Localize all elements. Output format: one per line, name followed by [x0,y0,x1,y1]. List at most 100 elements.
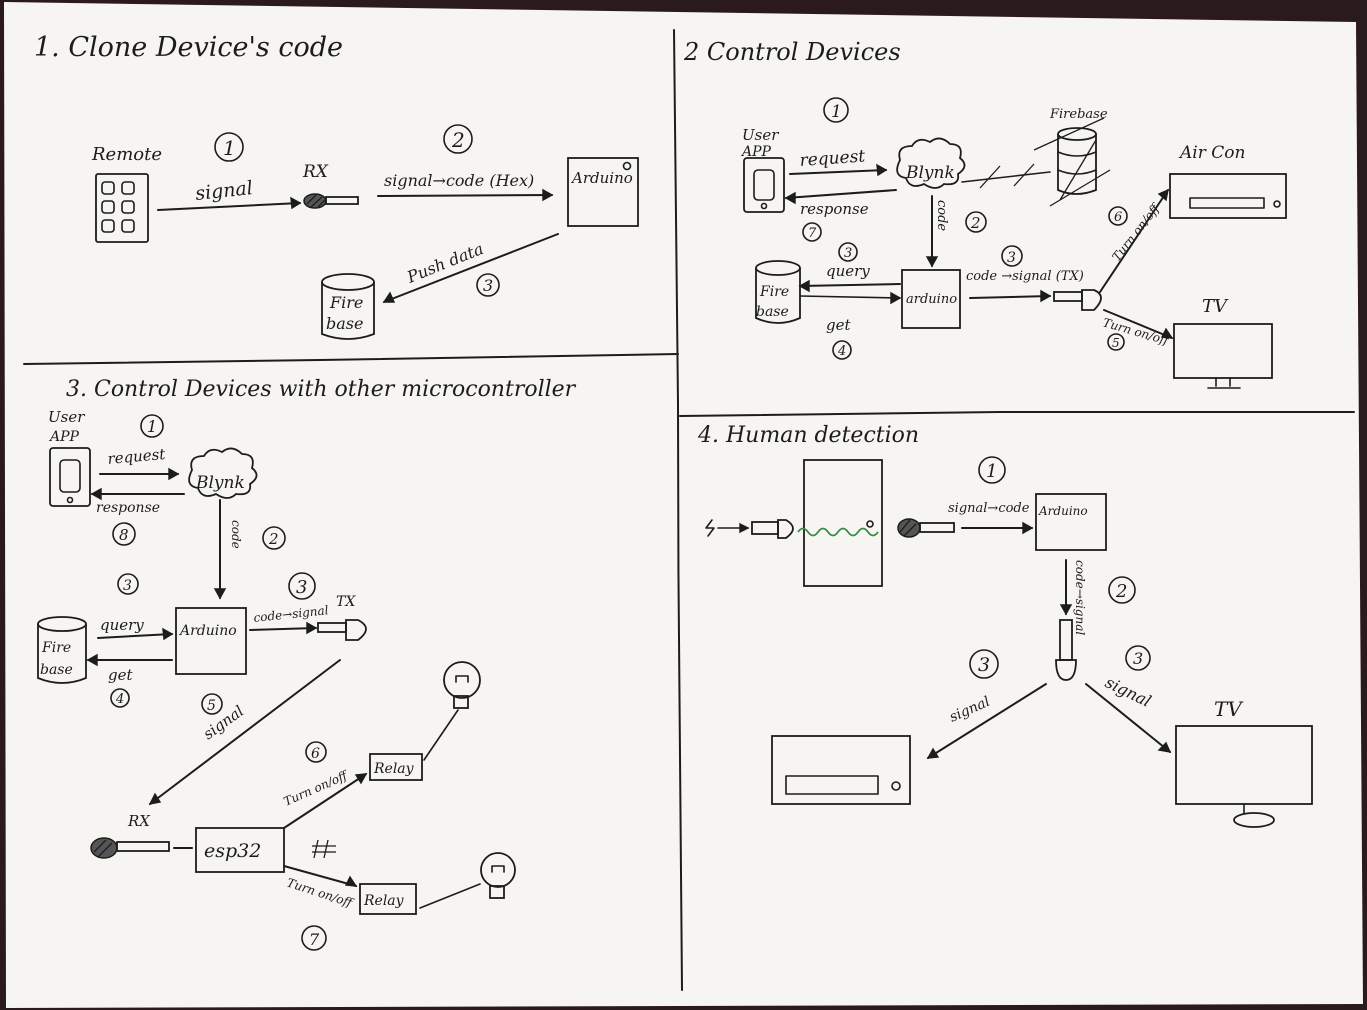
tv-label: TV [1202,296,1229,317]
ir-transmitter-icon [1055,619,1077,681]
firebase-database-crossed-icon [1033,117,1111,207]
ir-receiver-icon [897,518,955,538]
svg-text:Fire: Fire [41,640,71,656]
doorway [803,459,883,587]
svg-text:1: 1 [986,461,997,482]
code-signal-tx-label: code →signal (TX) [966,269,1084,284]
query-label: query [100,616,144,634]
relay2-box [359,883,417,915]
app-label: APP [740,144,772,160]
tv-icon [1173,323,1273,389]
step-badge-4: 4 [832,340,852,360]
code-vertical-label: code [229,520,243,549]
step-badge-5: 5 [1107,333,1125,351]
svg-text:1: 1 [223,136,236,160]
firebase-label: Firebase [1049,107,1108,122]
svg-text:4: 4 [837,344,846,359]
app-label: APP [48,429,80,445]
tx-label: TX [336,594,356,610]
step-badge-7: 7 [802,222,822,242]
svg-text:Blynk: Blynk [195,473,245,493]
step-badge-8: 8 [112,522,136,546]
signal-code-label: signal→code [948,501,1030,516]
step-badge-4: 4 [110,688,130,708]
power-symbol [705,519,715,537]
svg-text:6: 6 [1114,210,1122,225]
firebase-database-icon: Fire base [37,616,87,684]
section-control-with-other-microcontroller: 3. Control Devices with other microcontr… [37,377,577,951]
step-badge-6: 6 [1108,206,1128,226]
relay1-box [369,753,423,781]
signal-code-hex-label: signal→code (Hex) [384,171,534,190]
svg-text:3: 3 [844,246,852,261]
tv-icon [1175,725,1313,828]
step-badge-1: 1 [823,97,849,123]
ir-transmitter-icon [317,619,367,641]
svg-text:base: base [40,662,73,678]
step-badge-7: 7 [301,925,327,951]
step-badge-3b: 3 [1125,645,1151,671]
svg-text:7: 7 [309,930,320,949]
svg-text:5: 5 [207,698,216,714]
relay1-label: Relay [373,761,415,777]
rx-label: RX [127,812,151,830]
svg-text:3: 3 [483,276,493,295]
section3-title: 3. Control Devices with other microcontr… [66,377,577,402]
step-badge-3b: 3 [1001,245,1023,267]
esp32-board [195,827,285,873]
section1-title: 1. Clone Device's code [34,32,343,63]
arduino-label: Arduino [1038,504,1088,518]
step-badge-1: 1 [140,414,164,438]
svg-text:3: 3 [978,654,990,676]
arduino-label: Arduino [178,623,237,639]
step-badge-5: 5 [201,693,223,715]
svg-text:base: base [756,304,789,320]
svg-text:Blynk: Blynk [905,163,955,183]
air-conditioner-icon [1169,173,1287,219]
arduino-board [175,607,247,675]
quadrant-dividers [23,29,1355,991]
svg-text:3: 3 [296,577,307,598]
response-label: response [96,500,160,516]
svg-text:Fire: Fire [329,293,363,312]
get-label: get [108,666,133,684]
step-badge-2: 2 [443,124,473,154]
paper-sheet [4,2,1363,1008]
step-badge-2: 2 [1108,576,1136,604]
firebase-database-icon: Fire base [755,260,801,324]
firebase-database-icon: Fire base [321,273,375,340]
svg-text:5: 5 [1112,336,1120,350]
tv-label: TV [1214,697,1244,721]
arduino-board [567,157,639,227]
push-data-arrow [383,233,559,303]
remote-control-icon [95,173,149,243]
svg-text:base: base [326,314,363,333]
svg-text:2: 2 [970,214,981,232]
svg-text:6: 6 [311,746,320,762]
phone-icon [49,447,91,507]
svg-text:3: 3 [1133,649,1143,668]
step-badge-2: 2 [262,526,286,550]
code-vertical-label: code [934,200,949,231]
remote-label: Remote [91,144,162,165]
relay2-label: Relay [363,893,405,909]
svg-text:2: 2 [451,128,465,152]
svg-text:Fire: Fire [759,284,789,300]
air-con-label: Air Con [1178,143,1245,163]
step-badge-6: 6 [305,741,327,763]
svg-text:1: 1 [831,102,842,122]
section-control-devices: 2 Control Devices 1 User APP request Bly… [683,38,1287,389]
step-badge-1: 1 [214,132,244,162]
remote-to-rx-arrow [157,202,301,211]
user-label: User [48,408,85,426]
ir-receiver-icon [90,837,170,859]
lightbulb-icon [443,661,481,709]
step-badge-3a: 3 [117,573,139,595]
air-conditioner-icon [771,735,911,805]
hash-mark [312,839,336,859]
svg-text:8: 8 [119,526,129,544]
step-badge-1: 1 [978,456,1006,484]
step-badge-3: 3 [476,273,500,297]
arduino-label: arduino [906,292,957,307]
